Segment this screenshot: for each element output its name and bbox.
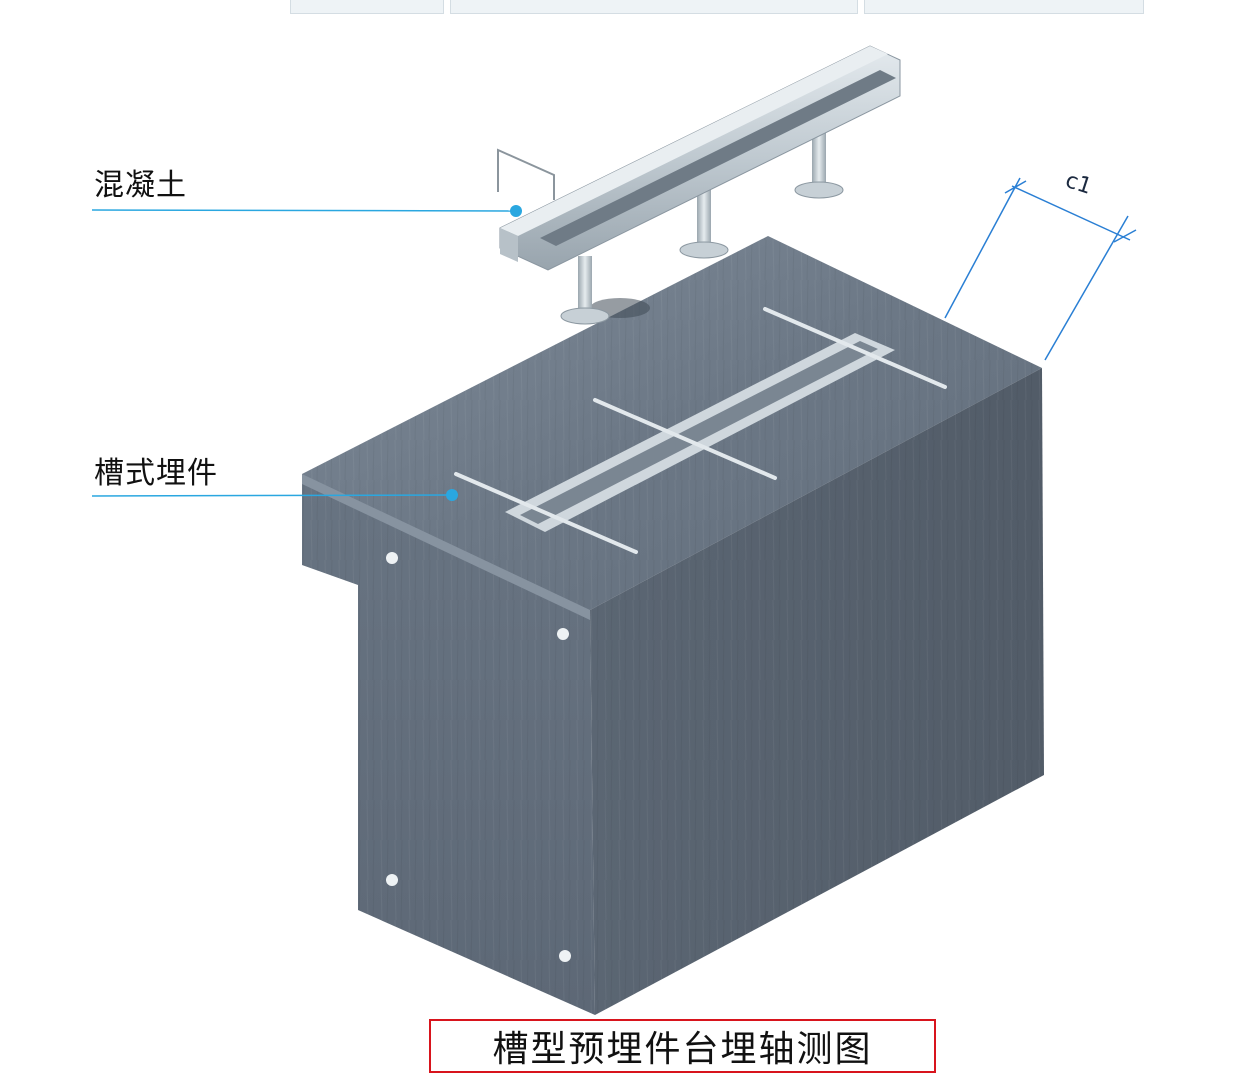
concrete-leader-line	[91, 209, 516, 212]
table-cell	[290, 0, 444, 14]
channel-rail	[497, 45, 901, 325]
channel-embed-label: 槽式埋件	[94, 456, 218, 491]
concrete-leader-dot	[510, 205, 522, 217]
tie-hole	[386, 874, 398, 886]
caption-text: 槽型预埋件台埋轴测图	[492, 1029, 873, 1070]
tie-hole	[559, 950, 571, 962]
top-table-strip	[0, 0, 1250, 16]
caption-box: 槽型预埋件台埋轴测图	[429, 1019, 936, 1073]
table-cell	[450, 0, 858, 14]
leader-lines	[91, 205, 522, 501]
tie-hole	[557, 628, 569, 640]
channel-leader-dot	[446, 489, 458, 501]
table-cell	[864, 0, 1144, 14]
tie-holes	[386, 552, 571, 962]
tie-hole	[386, 552, 398, 564]
channel-leader-line	[91, 494, 453, 497]
concrete-block	[302, 236, 1044, 1015]
dimension-c1	[944, 177, 1137, 361]
concrete-label: 混凝土	[94, 168, 187, 203]
embedded-channel	[454, 307, 947, 554]
